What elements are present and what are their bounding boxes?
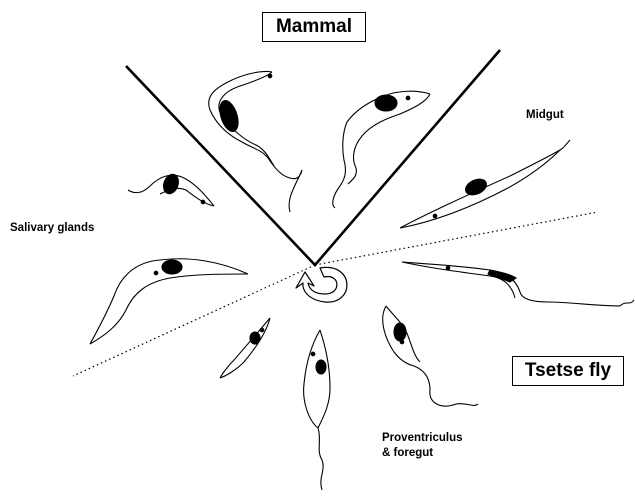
mammal-region-divider (126, 50, 500, 265)
cycle-arrow-icon (296, 267, 347, 302)
tsetse-fly-label: Tsetse fly (512, 356, 624, 386)
trypanosome-proventricular-right (383, 306, 478, 406)
trypanosome-proventricular-center (304, 330, 330, 490)
trypanosome-salivary-epimastigote (90, 259, 248, 344)
trypanosome-mesocyclic (402, 262, 634, 306)
salivary-glands-label: Salivary glands (10, 221, 94, 236)
trypanosome-midgut-procyclic (400, 140, 570, 228)
proventriculus-label: Proventriculus (382, 431, 463, 446)
midgut-label: Midgut (526, 108, 564, 123)
foregut-label: & foregut (382, 446, 433, 461)
mammal-label: Mammal (262, 12, 366, 42)
trypanosome-bloodstream-left (209, 71, 302, 212)
trypanosome-salivary-metacyclic (128, 172, 214, 206)
trypanosome-proventricular-small (220, 318, 270, 378)
